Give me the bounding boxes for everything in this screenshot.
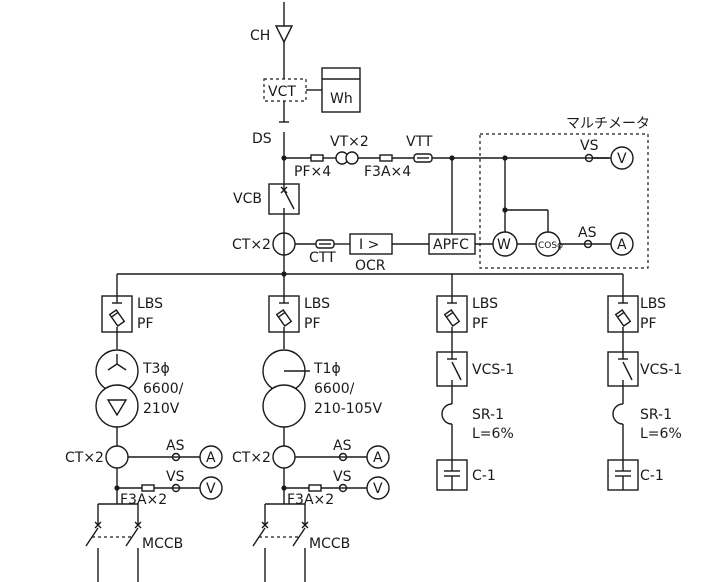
capacitor-label: C-1 bbox=[640, 468, 664, 484]
as-label: AS bbox=[333, 438, 352, 454]
pf-label: PF bbox=[640, 316, 657, 332]
pf-label: PF bbox=[304, 316, 321, 332]
vs-label: VS bbox=[166, 469, 185, 485]
lbs-label: LBS bbox=[472, 296, 498, 312]
ds-label: DS bbox=[252, 131, 272, 147]
wattmeter-label: W bbox=[497, 237, 511, 253]
as-label: AS bbox=[578, 225, 597, 241]
vcs-label: VCS-1 bbox=[472, 362, 514, 378]
svg-text:V: V bbox=[206, 481, 216, 497]
svg-text:V: V bbox=[373, 481, 383, 497]
vcs-contact bbox=[622, 361, 633, 381]
ctt-label: CTT bbox=[309, 250, 336, 266]
svg-text:A: A bbox=[373, 450, 383, 466]
series-reactor-symbol bbox=[612, 403, 624, 425]
vct-box bbox=[263, 78, 307, 102]
ammeter bbox=[366, 445, 390, 469]
power-factor-label: COSϕ bbox=[538, 241, 563, 251]
wh-meter-box bbox=[321, 67, 361, 113]
pf-fuse-symbol bbox=[443, 308, 461, 328]
transformer-t3-voltage-2: 210V bbox=[143, 401, 180, 417]
transformer-secondary bbox=[95, 384, 139, 428]
pf-label: PF bbox=[472, 316, 489, 332]
vcs-contact bbox=[451, 361, 462, 381]
apfc-label: APFC bbox=[433, 237, 469, 253]
f3a-fuse bbox=[379, 154, 393, 162]
transformer-t1-voltage-1: 6600/ bbox=[314, 381, 355, 397]
sr-label: SR-1 bbox=[472, 407, 504, 423]
series-reactor-symbol bbox=[441, 403, 453, 425]
cable-head-symbol bbox=[274, 25, 294, 44]
feeder-capacitor-1: LBS PF VCS-1 SR-1 L=6% C-1 bbox=[436, 274, 514, 491]
mccb-symbol bbox=[252, 521, 309, 582]
ct bbox=[272, 445, 296, 469]
transformer-t3-voltage-1: 6600/ bbox=[143, 381, 184, 397]
f3a4-label: F3A×4 bbox=[364, 164, 411, 180]
transformer-t1-label: T1ϕ bbox=[313, 361, 341, 377]
vcb-label: VCB bbox=[233, 191, 262, 207]
ct-label: CT×2 bbox=[232, 450, 271, 466]
ammeter bbox=[610, 232, 634, 256]
sr-impedance-label: L=6% bbox=[472, 426, 514, 442]
mccb-label: MCCB bbox=[142, 536, 183, 552]
voltmeter bbox=[610, 146, 634, 170]
lbs-label: LBS bbox=[304, 296, 330, 312]
transformer-t1-voltage-2: 210-105V bbox=[314, 401, 382, 417]
sr-label: SR-1 bbox=[640, 407, 672, 423]
vs-label: VS bbox=[580, 138, 599, 154]
lbs-label: LBS bbox=[137, 296, 163, 312]
pf-fuse-symbol bbox=[614, 308, 632, 328]
delta-symbol bbox=[106, 399, 128, 417]
vtt-label: VTT bbox=[406, 134, 433, 150]
vcb-contact bbox=[283, 189, 295, 210]
transformer-secondary bbox=[262, 384, 306, 428]
feeder-t1: LBS PF T1ϕ 6600/ 210-105V CT×2 AS A VS V… bbox=[232, 274, 390, 582]
ocr-label: OCR bbox=[355, 258, 386, 274]
ammeter-label: A bbox=[617, 237, 627, 253]
sr-impedance-label: L=6% bbox=[640, 426, 682, 442]
main-ct-label: CT×2 bbox=[232, 237, 271, 253]
voltmeter bbox=[199, 476, 223, 500]
vct-label: VCT bbox=[268, 84, 296, 100]
capacitor-label: C-1 bbox=[472, 468, 496, 484]
as-label: AS bbox=[166, 438, 185, 454]
lbs-label: LBS bbox=[640, 296, 666, 312]
wye-symbol bbox=[107, 354, 127, 371]
vs-label: VS bbox=[333, 469, 352, 485]
vt-coil-2 bbox=[345, 151, 359, 165]
pf-label: PF bbox=[137, 316, 154, 332]
ocr-relay-symbol: I > bbox=[359, 237, 379, 253]
ct-label: CT×2 bbox=[65, 450, 104, 466]
multimeter-label: マルチメータ bbox=[566, 116, 650, 132]
vcs-label: VCS-1 bbox=[640, 362, 682, 378]
mccb-symbol bbox=[85, 521, 142, 582]
multimeter-panel: マルチメータ VS V W COSϕ AS A bbox=[479, 116, 650, 269]
pf-fuse-symbol bbox=[275, 308, 293, 328]
feeder-t3: LBS PF T3ϕ 6600/ 210V CT×2 AS A VS bbox=[65, 274, 223, 582]
cable-head-label: CH bbox=[250, 28, 270, 44]
pf-fuse bbox=[310, 154, 324, 162]
pf4-label: PF×4 bbox=[294, 164, 331, 180]
feeder-capacitor-2: LBS PF VCS-1 SR-1 L=6% C-1 bbox=[607, 274, 682, 491]
wh-meter-label: Wh bbox=[330, 91, 353, 107]
ct bbox=[105, 445, 129, 469]
ammeter bbox=[199, 445, 223, 469]
f3a2-label: F3A×2 bbox=[287, 492, 334, 508]
mccb-label: MCCB bbox=[309, 536, 350, 552]
multimeter-box bbox=[479, 133, 649, 269]
svg-text:A: A bbox=[206, 450, 216, 466]
pf-fuse-symbol bbox=[108, 308, 126, 328]
voltmeter bbox=[366, 476, 390, 500]
vt-label: VT×2 bbox=[330, 134, 369, 150]
main-breaker-section: VCB CT×2 CTT I > OCR APFC bbox=[232, 158, 493, 274]
incoming-section: CH VCT Wh DS VT×2 PF×4 F3A×4 VTT bbox=[250, 2, 609, 184]
voltmeter-label: V bbox=[617, 151, 627, 167]
f3a2-label: F3A×2 bbox=[120, 492, 167, 508]
transformer-t3-label: T3ϕ bbox=[142, 361, 170, 377]
